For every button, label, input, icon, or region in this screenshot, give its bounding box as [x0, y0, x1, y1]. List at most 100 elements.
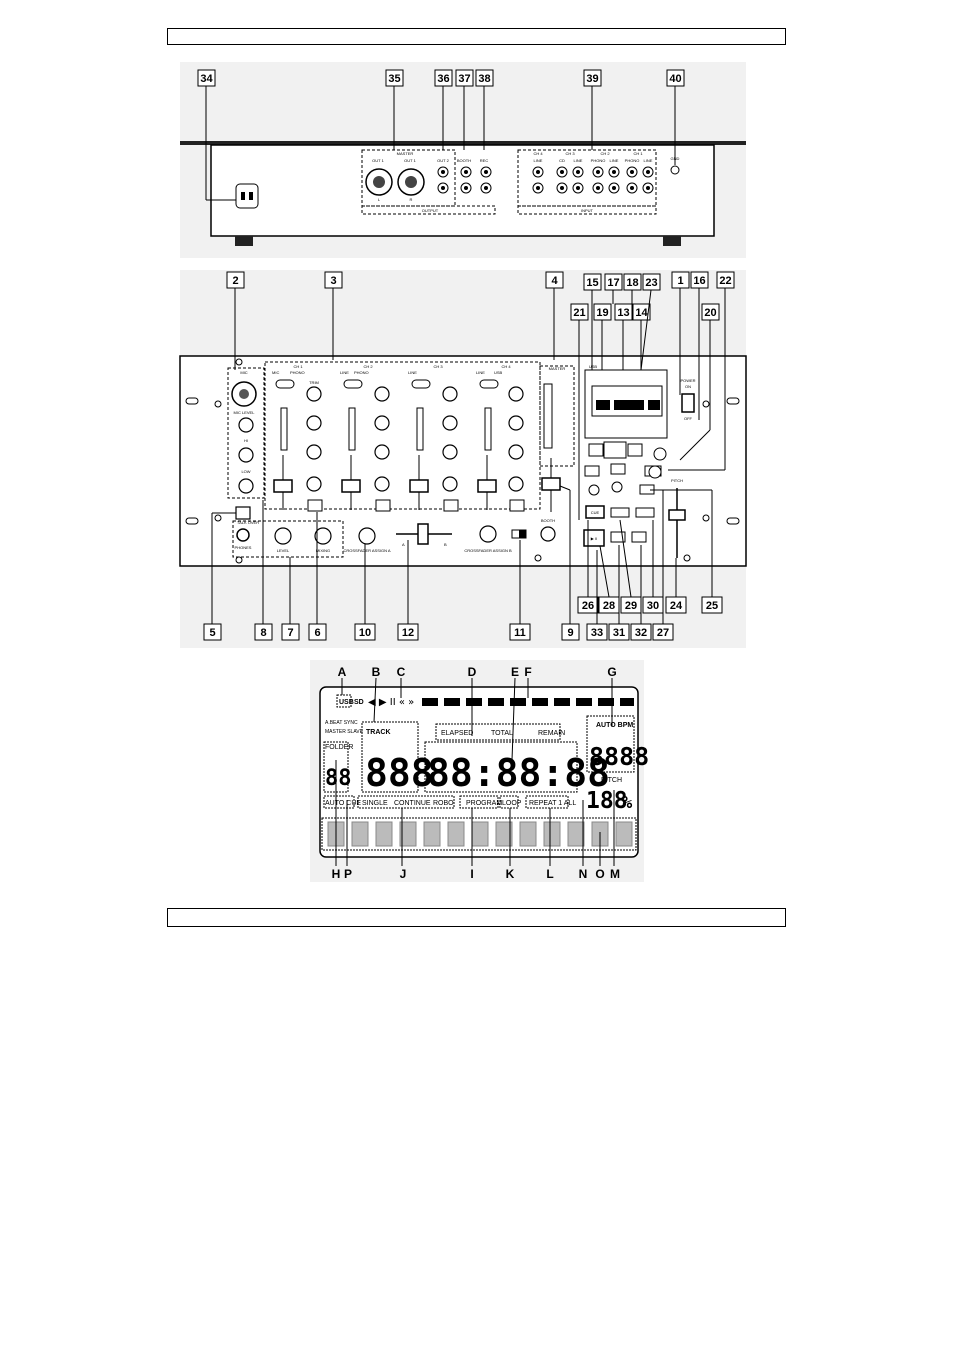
svg-text:25: 25 — [706, 600, 718, 612]
progress-bar — [422, 698, 634, 706]
svg-text:MIC: MIC — [240, 370, 247, 375]
lcd-letter-k: K — [506, 867, 515, 881]
callout-35: 35 — [388, 73, 400, 85]
svg-text:MASTER: MASTER — [397, 151, 414, 156]
svg-text:CH 2: CH 2 — [600, 151, 610, 156]
svg-text:11: 11 — [514, 627, 526, 639]
svg-text:LINE: LINE — [476, 370, 485, 375]
svg-text:GND: GND — [671, 156, 680, 161]
svg-text:10: 10 — [359, 627, 371, 639]
crossfader-knob — [417, 523, 429, 545]
svg-text:PHONO: PHONO — [625, 158, 640, 163]
svg-text:ELAPSED: ELAPSED — [441, 730, 473, 737]
svg-text:TRIM: TRIM — [309, 380, 319, 385]
svg-text:AUTO CUE: AUTO CUE — [325, 800, 361, 807]
rear-callouts: 34 35 36 37 38 39 40 — [197, 69, 685, 87]
lcd-letter-c: C — [397, 665, 406, 679]
svg-text:PHONO: PHONO — [290, 370, 305, 375]
svg-text:HI: HI — [244, 438, 248, 443]
track-digits: 888 — [365, 751, 434, 795]
svg-text:23: 23 — [645, 277, 657, 289]
channel-strip-2: CH 2 LINE PHONO — [340, 364, 391, 512]
svg-text:CH 3: CH 3 — [433, 364, 443, 369]
svg-text:CH 4: CH 4 — [533, 151, 543, 156]
callout-39: 39 — [586, 73, 598, 85]
svg-text:PHONO: PHONO — [591, 158, 606, 163]
svg-text:L: L — [378, 197, 381, 202]
channel-section — [264, 361, 541, 510]
master-section — [539, 365, 575, 467]
lcd-letter-n: N — [579, 867, 588, 881]
callout-37: 37 — [458, 73, 470, 85]
svg-text:31: 31 — [613, 627, 625, 639]
svg-text:26: 26 — [582, 600, 594, 612]
svg-text:14: 14 — [635, 307, 648, 319]
lcd-letter-o: O — [595, 867, 604, 881]
svg-text:CROSSFADER ASSIGN A: CROSSFADER ASSIGN A — [343, 548, 390, 553]
lcd-letter-e: E — [511, 665, 519, 679]
lcd-letter-p: P — [344, 867, 352, 881]
svg-text:24: 24 — [670, 600, 683, 612]
svg-text:CH 3: CH 3 — [565, 151, 575, 156]
svg-text:▶ II: ▶ II — [591, 536, 597, 541]
front-faceplate — [179, 355, 747, 567]
svg-text:LINE: LINE — [340, 370, 349, 375]
power-switch — [681, 393, 695, 413]
svg-text:SD: SD — [354, 699, 364, 706]
svg-text:15: 15 — [586, 277, 598, 289]
svg-text:21: 21 — [573, 307, 585, 319]
svg-text:8: 8 — [260, 627, 266, 639]
front-callouts-top: 2 3 4 15 17 18 23 1 16 22 21 19 13 14 20 — [226, 271, 735, 321]
svg-text:30: 30 — [647, 600, 659, 612]
callout-34: 34 — [200, 73, 213, 85]
svg-text:3: 3 — [330, 275, 336, 287]
lcd-letter-j: J — [400, 867, 407, 881]
callout-36: 36 — [437, 73, 449, 85]
svg-text:BOOTH: BOOTH — [541, 518, 555, 523]
svg-text:LINE: LINE — [534, 158, 543, 163]
svg-text:B: B — [444, 542, 447, 547]
svg-text:6: 6 — [314, 627, 320, 639]
svg-text:22: 22 — [719, 275, 731, 287]
power-inlet — [235, 183, 259, 209]
svg-text:PROGRAM: PROGRAM — [466, 800, 502, 807]
svg-text:13: 13 — [617, 307, 629, 319]
svg-text:POWER: POWER — [680, 378, 695, 383]
svg-text:LINE: LINE — [574, 158, 583, 163]
svg-text:1: 1 — [677, 275, 683, 287]
svg-text:27: 27 — [657, 627, 669, 639]
svg-text:LOOP: LOOP — [502, 800, 522, 807]
lcd-letter-m: M — [610, 867, 620, 881]
mic-section — [227, 367, 265, 499]
svg-text:FOLDER: FOLDER — [325, 744, 353, 751]
svg-text:OUT 2: OUT 2 — [437, 158, 449, 163]
folder-digits: 88 — [325, 766, 352, 791]
svg-text:REMAIN: REMAIN — [538, 730, 565, 737]
svg-text:CONTINUE: CONTINUE — [394, 800, 431, 807]
front-callouts-bottom: 5 8 7 6 10 12 11 9 26 28 33 31 29 32 30 … — [203, 596, 723, 641]
svg-text:USB: USB — [339, 699, 354, 706]
svg-text:TRACK: TRACK — [366, 729, 391, 736]
svg-text:%: % — [622, 793, 633, 813]
lcd-letter-l: L — [546, 867, 553, 881]
dot-matrix-row — [327, 821, 633, 847]
svg-text:USB: USB — [494, 370, 503, 375]
svg-text:PITCH: PITCH — [671, 478, 683, 483]
svg-text:19: 19 — [596, 307, 608, 319]
svg-text:PITCH: PITCH — [601, 777, 622, 784]
svg-text:OUT 1: OUT 1 — [372, 158, 384, 163]
svg-text:28: 28 — [603, 600, 615, 612]
svg-text:A.BEAT SYNC: A.BEAT SYNC — [325, 720, 358, 726]
time-digits: 88:88:88 — [427, 751, 610, 795]
svg-text:SINGLE: SINGLE — [362, 800, 388, 807]
bpm-digits: 8888 — [589, 742, 649, 771]
svg-text:12: 12 — [402, 627, 414, 639]
svg-text:R: R — [410, 197, 413, 202]
lcd-letter-i: I — [470, 867, 473, 881]
lcd-letter-d: D — [468, 665, 477, 679]
svg-text:CROSSFADER ASSIGN B: CROSSFADER ASSIGN B — [464, 548, 512, 553]
svg-text:18: 18 — [626, 277, 638, 289]
svg-text:MIC: MIC — [272, 370, 279, 375]
